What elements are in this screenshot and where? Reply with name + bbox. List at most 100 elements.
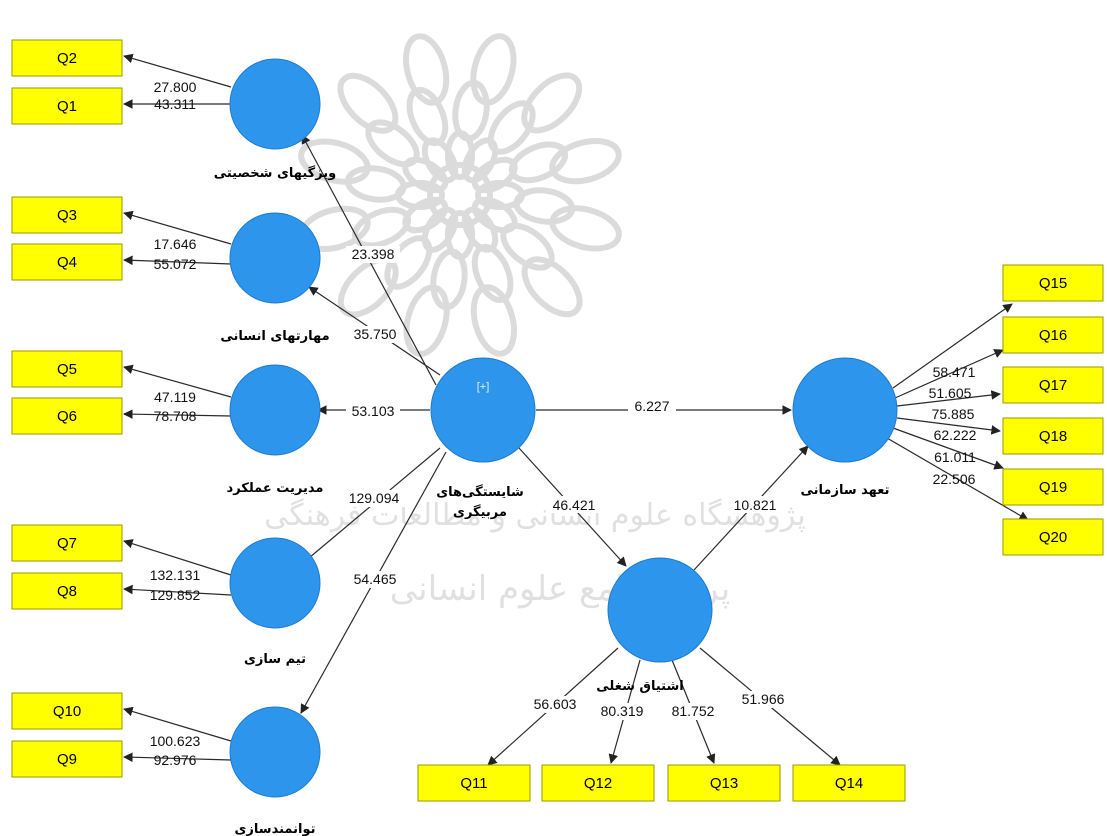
indicator-q16-label: Q16 — [1039, 327, 1067, 344]
path-coef-c3: 53.103 — [352, 403, 395, 419]
latent-node-c1[interactable] — [229, 58, 321, 150]
path-coef-engagement-commitment: 10.821 — [734, 497, 777, 513]
indicator-q2-label: Q2 — [57, 50, 77, 67]
path-coef-c5: 54.465 — [354, 571, 397, 587]
hub-label-line-2: مربیگری — [453, 504, 507, 520]
indicator-q11[interactable]: Q11 — [417, 764, 531, 802]
indicator-q7[interactable]: Q7 — [11, 524, 123, 562]
indicator-q2[interactable]: Q2 — [11, 39, 123, 77]
indicator-q10[interactable]: Q10 — [11, 692, 123, 730]
indicator-q20-label: Q20 — [1039, 529, 1067, 546]
indicator-q15-label: Q15 — [1039, 275, 1067, 292]
indicator-q7-label: Q7 — [57, 535, 77, 552]
indicator-q9-label: Q9 — [57, 751, 77, 768]
loading-q5 — [123, 364, 232, 398]
latent-label-c1: ویژگیهای شخصیتی — [214, 165, 337, 181]
latent-label-engagement: اشتیاق شغلی — [596, 679, 683, 694]
indicator-q1-label: Q1 — [57, 98, 77, 115]
loading-value-q8: 129.852 — [150, 587, 201, 603]
loading-q16 — [894, 349, 1004, 399]
indicator-q15[interactable]: Q15 — [1002, 264, 1104, 302]
path-coef-hub-engagement: 46.421 — [553, 497, 596, 513]
indicator-q12-label: Q12 — [584, 775, 612, 792]
loading-value-q1: 43.311 — [154, 96, 196, 112]
latent-node-c2[interactable] — [229, 212, 321, 304]
indicator-q5[interactable]: Q5 — [11, 350, 123, 388]
labels-layer: [+] شایستگی‌های مربیگری ویژگیهای شخصیتی 23.3… — [150, 79, 977, 836]
loading-value-q15: 58.471 — [933, 364, 976, 380]
indicator-q10-label: Q10 — [53, 703, 81, 720]
indicator-q18-label: Q18 — [1039, 428, 1067, 445]
loading-q8 — [123, 584, 232, 596]
indicator-q3[interactable]: Q3 — [11, 196, 123, 234]
indicator-q13-label: Q13 — [710, 775, 738, 792]
indicator-q14[interactable]: Q14 — [792, 764, 906, 802]
indicator-q12[interactable]: Q12 — [541, 764, 655, 802]
loading-value-q19: 61.011 — [934, 449, 976, 465]
latent-label-c3: مدیریت عملکرد — [227, 481, 324, 496]
loading-q6 — [123, 409, 232, 419]
loading-value-q16: 51.605 — [929, 385, 972, 401]
loading-value-q5: 47.119 — [154, 389, 196, 405]
path-coef-c4: 129.094 — [349, 490, 400, 506]
hub-node-coaching-competencies[interactable] — [430, 357, 536, 463]
loading-value-q18: 62.222 — [934, 427, 977, 443]
indicator-q3-label: Q3 — [57, 207, 77, 224]
loading-q10 — [123, 706, 232, 742]
loading-value-q11: 56.603 — [534, 696, 577, 712]
loading-value-q6: 78.708 — [154, 408, 197, 424]
latent-label-commitment: تعهد سازمانی — [801, 483, 890, 498]
loading-q2 — [123, 53, 232, 88]
loading-value-q14: 51.966 — [742, 691, 785, 707]
indicator-q4-label: Q4 — [57, 254, 77, 271]
watermark-logo — [298, 33, 622, 357]
loading-q20 — [886, 437, 1029, 521]
loading-q9 — [123, 752, 232, 763]
loading-q3 — [123, 210, 232, 245]
indicator-q6[interactable]: Q6 — [11, 397, 123, 435]
loading-q7 — [123, 539, 232, 576]
indicator-q8-label: Q8 — [57, 583, 77, 600]
latent-node-c5[interactable] — [229, 706, 321, 798]
indicator-q11-label: Q11 — [460, 775, 487, 792]
indicator-q8[interactable]: Q8 — [11, 572, 123, 610]
latent-node-c3[interactable] — [229, 364, 321, 456]
indicator-q16[interactable]: Q16 — [1002, 316, 1104, 354]
latent-node-job-engagement[interactable] — [607, 557, 713, 663]
indicator-q17-label: Q17 — [1039, 377, 1067, 394]
loading-q17 — [896, 390, 1001, 407]
loading-value-q13: 81.752 — [672, 703, 715, 719]
loading-value-q3: 17.646 — [154, 236, 197, 252]
hub-label-line-1: شایستگی‌های — [436, 484, 524, 500]
indicator-q1[interactable]: Q1 — [11, 87, 123, 125]
loading-value-q4: 55.072 — [154, 256, 197, 272]
loading-value-q20: 22.506 — [933, 471, 976, 487]
indicator-q9[interactable]: Q9 — [11, 740, 123, 778]
loading-value-q9: 92.976 — [154, 752, 197, 768]
loading-q18 — [896, 417, 1001, 435]
latent-label-c5: توانمندسازی — [235, 822, 316, 836]
latent-node-organizational-commitment[interactable] — [792, 357, 898, 463]
loading-value-q7: 132.131 — [150, 567, 201, 583]
loading-value-q10: 100.623 — [150, 733, 201, 749]
indicator-q14-label: Q14 — [835, 775, 863, 792]
loading-value-q2: 27.800 — [154, 79, 197, 95]
path-coef-hub-commitment: 6.227 — [634, 398, 669, 414]
loading-value-q17: 75.885 — [932, 406, 975, 422]
indicator-q20[interactable]: Q20 — [1002, 518, 1104, 556]
hub-marker: [+] — [477, 381, 490, 393]
indicator-q13[interactable]: Q13 — [667, 764, 781, 802]
latent-label-c4: تیم سازی — [244, 652, 306, 667]
indicator-q5-label: Q5 — [57, 361, 77, 378]
indicator-q19[interactable]: Q19 — [1002, 468, 1104, 506]
loading-q19 — [892, 427, 1004, 470]
path-coef-c2: 35.750 — [354, 326, 397, 342]
indicator-q4[interactable]: Q4 — [11, 243, 123, 281]
path-coef-c1: 23.398 — [352, 246, 395, 262]
loading-q4 — [123, 255, 232, 266]
latent-node-c4[interactable] — [229, 537, 321, 629]
indicator-q17[interactable]: Q17 — [1002, 366, 1104, 404]
indicator-q18[interactable]: Q18 — [1002, 417, 1104, 455]
